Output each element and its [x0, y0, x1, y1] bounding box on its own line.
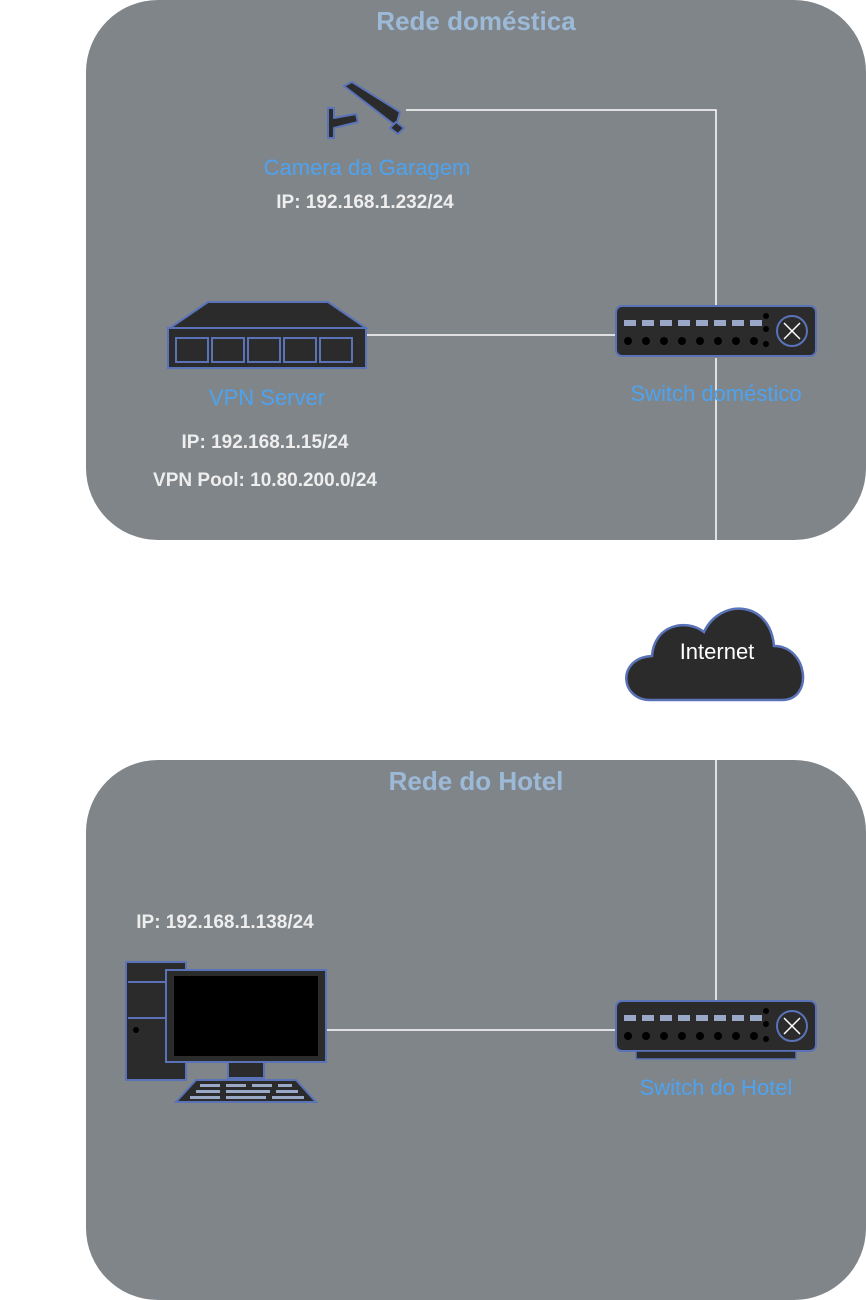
desktop-computer-icon	[125, 961, 327, 1103]
vpn-server-ip: IP: 192.168.1.15/24	[181, 432, 349, 453]
hotel-network-title: Rede do Hotel	[388, 766, 564, 796]
security-camera-icon	[327, 81, 405, 139]
network-switch-icon	[615, 1000, 817, 1060]
hotel-pc-ip: IP: 192.168.1.138/24	[136, 912, 314, 933]
network-links	[326, 109, 717, 1031]
vpn-server-label: VPN Server	[208, 385, 326, 410]
camera-label: Camera da Garagem	[263, 155, 471, 180]
camera-ip: IP: 192.168.1.232/24	[276, 192, 454, 213]
cloud-icon	[625, 607, 805, 702]
network-switch-icon	[615, 305, 817, 357]
internet-label: Internet	[679, 639, 755, 664]
home-switch-label: Switch doméstico	[630, 381, 802, 406]
hotel-switch-label: Switch do Hotel	[639, 1075, 793, 1100]
camera-to-switch-link	[406, 109, 717, 310]
vpn-pool: VPN Pool: 10.80.200.0/24	[153, 470, 377, 491]
rack-server-icon	[166, 301, 370, 369]
home-network-zone: Rede doméstica	[86, 0, 866, 540]
home-network-title: Rede doméstica	[376, 6, 576, 36]
